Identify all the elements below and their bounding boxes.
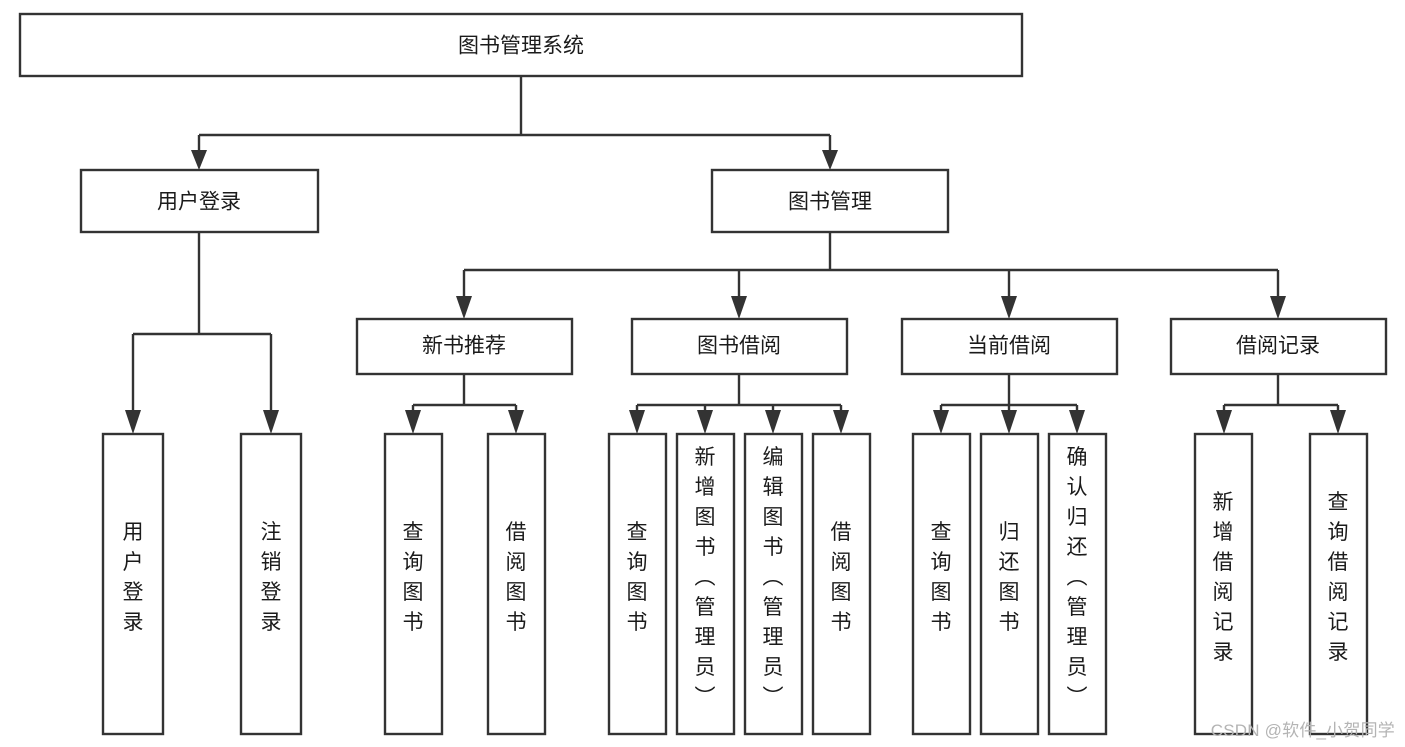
arrow-head-leaf-borrow-book-1 [508, 410, 524, 434]
node-book-manage-box[interactable] [710, 168, 950, 234]
arrow-head-leaf-add-borrow-record [1216, 410, 1232, 434]
arrow-head-leaf-return-book [1001, 410, 1017, 434]
arrow-head-leaf-query-borrow-record [1330, 410, 1346, 434]
node-leaf-query-book-3-box[interactable] [911, 432, 972, 736]
node-leaf-edit-book-admin[interactable]: 编辑图书︵管理员︶ [743, 432, 804, 736]
node-borrow-record-label: 借阅记录 [1236, 335, 1320, 358]
arrow-head-book-manage [822, 150, 838, 170]
node-leaf-add-borrow-record[interactable]: 新增借阅记录 [1193, 432, 1254, 736]
node-new-book-recommend-label: 新书推荐 [422, 335, 506, 358]
node-user-login-label: 用户登录 [157, 191, 241, 214]
arrow-head-leaf-add-book-admin [697, 410, 713, 434]
arrow-head-leaf-logout-login [263, 410, 279, 434]
node-leaf-borrow-book-2-label: 借阅图书 [831, 521, 852, 634]
node-leaf-borrow-book-1[interactable]: 借阅图书 [486, 432, 547, 736]
node-book-borrow[interactable]: 图书借阅 [630, 317, 849, 376]
node-leaf-query-book-1[interactable]: 查询图书 [383, 432, 444, 736]
node-book-manage[interactable]: 图书管理 [710, 168, 950, 234]
node-leaf-query-book-3-label: 查询图书 [931, 521, 952, 634]
arrow-head-leaf-confirm-return-admin [1069, 410, 1085, 434]
node-leaf-query-book-2-box[interactable] [607, 432, 668, 736]
node-leaf-add-book-admin-box[interactable] [675, 432, 736, 736]
arrow-head-leaf-query-book-2 [629, 410, 645, 434]
node-leaf-confirm-return-admin-box[interactable] [1047, 432, 1108, 736]
node-leaf-return-book-box[interactable] [979, 432, 1040, 736]
node-current-borrow-box[interactable] [900, 317, 1119, 376]
node-leaf-borrow-book-2[interactable]: 借阅图书 [811, 432, 872, 736]
node-leaf-user-login[interactable]: 用户登录 [101, 432, 165, 736]
node-root[interactable]: 图书管理系统 [18, 12, 1024, 78]
arrow-head-leaf-edit-book-admin [765, 410, 781, 434]
node-leaf-borrow-book-2-box[interactable] [811, 432, 872, 736]
arrow-head-current-borrow [1001, 296, 1017, 319]
node-leaf-query-borrow-record-box[interactable] [1308, 432, 1369, 736]
node-leaf-add-book-admin[interactable]: 新增图书︵管理员︶ [675, 432, 736, 736]
node-leaf-logout-login-box[interactable] [239, 432, 303, 736]
arrow-head-book-borrow [731, 296, 747, 319]
arrow-head-new-book-recommend [456, 296, 472, 319]
node-current-borrow-label: 当前借阅 [967, 335, 1051, 358]
node-user-login-box[interactable] [79, 168, 320, 234]
arrow-head-leaf-query-book-1 [405, 410, 421, 434]
node-book-borrow-box[interactable] [630, 317, 849, 376]
node-leaf-query-book-1-box[interactable] [383, 432, 444, 736]
node-leaf-borrow-book-1-label: 借阅图书 [506, 521, 527, 634]
node-book-borrow-label: 图书借阅 [697, 335, 781, 358]
node-borrow-record-box[interactable] [1169, 317, 1388, 376]
csdn-watermark: CSDN @软件_小贺同学 [1210, 721, 1395, 740]
node-leaf-return-book-label: 归还图书 [999, 521, 1020, 634]
node-leaf-add-borrow-record-label: 新增借阅记录 [1213, 491, 1234, 664]
node-leaf-query-book-3[interactable]: 查询图书 [911, 432, 972, 736]
node-new-book-recommend-box[interactable] [355, 317, 574, 376]
arrow-head-borrow-record [1270, 296, 1286, 319]
node-root-label: 图书管理系统 [458, 35, 584, 58]
node-leaf-user-login-label: 用户登录 [123, 521, 144, 634]
node-book-manage-label: 图书管理 [788, 191, 872, 214]
node-leaf-return-book[interactable]: 归还图书 [979, 432, 1040, 736]
node-leaf-add-book-admin-label: 新增图书︵管理员︶ [695, 446, 716, 709]
arrow-head-user-login [191, 150, 207, 170]
arrow-head-leaf-user-login [125, 410, 141, 434]
node-new-book-recommend[interactable]: 新书推荐 [355, 317, 574, 376]
node-root-box[interactable] [18, 12, 1024, 78]
node-leaf-edit-book-admin-label: 编辑图书︵管理员︶ [763, 446, 784, 709]
node-leaf-query-book-2[interactable]: 查询图书 [607, 432, 668, 736]
node-leaf-logout-login-label: 注销登录 [261, 521, 282, 634]
node-leaf-borrow-book-1-box[interactable] [486, 432, 547, 736]
arrow-head-leaf-query-book-3 [933, 410, 949, 434]
node-user-login[interactable]: 用户登录 [79, 168, 320, 234]
node-leaf-query-book-2-label: 查询图书 [627, 521, 648, 634]
node-leaf-confirm-return-admin[interactable]: 确认归还︵管理员︶ [1047, 432, 1108, 736]
node-leaf-logout-login[interactable]: 注销登录 [239, 432, 303, 736]
node-leaf-query-borrow-record[interactable]: 查询借阅记录 [1308, 432, 1369, 736]
node-current-borrow[interactable]: 当前借阅 [900, 317, 1119, 376]
node-leaf-edit-book-admin-box[interactable] [743, 432, 804, 736]
node-leaf-confirm-return-admin-label: 确认归还︵管理员︶ [1067, 446, 1088, 709]
node-leaf-query-book-1-label: 查询图书 [403, 521, 424, 634]
node-leaf-add-borrow-record-box[interactable] [1193, 432, 1254, 736]
connector-group [125, 77, 1346, 434]
node-borrow-record[interactable]: 借阅记录 [1169, 317, 1388, 376]
node-leaf-user-login-box[interactable] [101, 432, 165, 736]
node-leaf-query-borrow-record-label: 查询借阅记录 [1328, 491, 1349, 664]
arrow-head-leaf-borrow-book-2 [833, 410, 849, 434]
